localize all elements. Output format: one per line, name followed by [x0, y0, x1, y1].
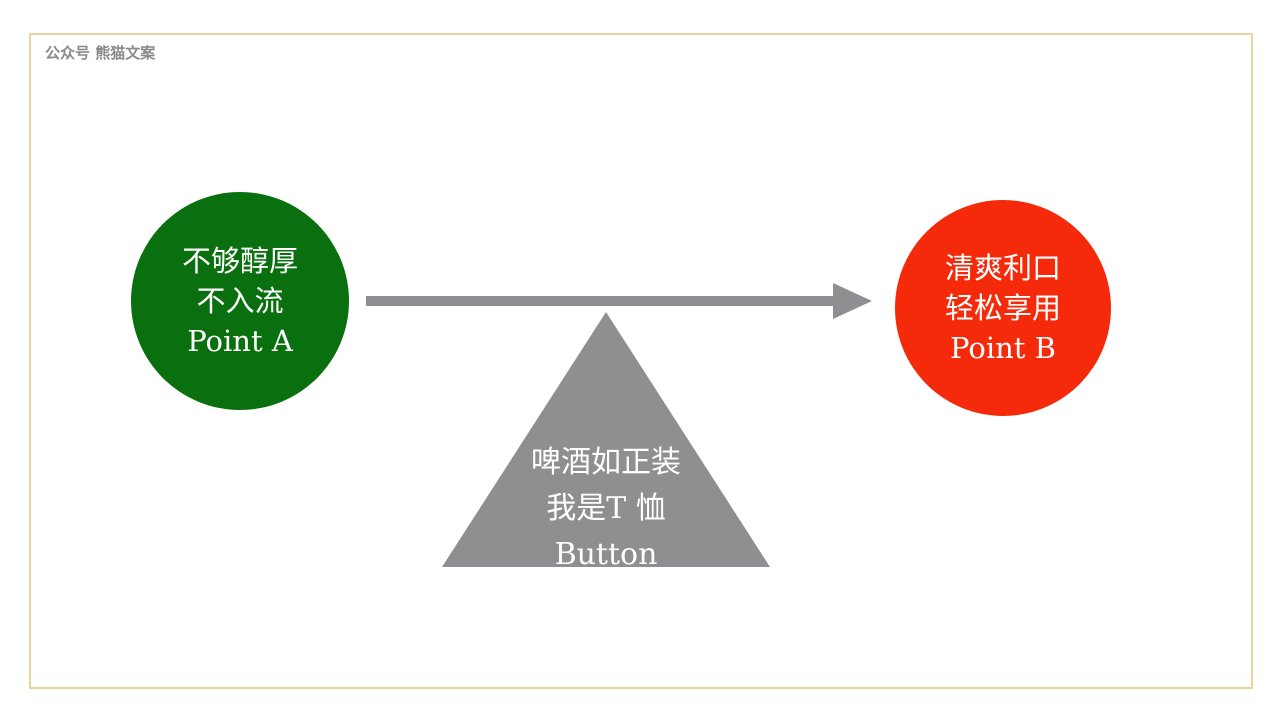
point-b-label: Point B — [950, 331, 1056, 365]
arrow-head — [833, 283, 872, 319]
arrow-shaft — [366, 296, 836, 306]
point-b-line1: 清爽利口 — [944, 251, 1061, 285]
fulcrum-line1: 啤酒如正装 — [531, 445, 681, 480]
fulcrum-triangle — [442, 312, 770, 567]
fulcrum-label: Button — [554, 537, 658, 572]
point-a-line2: 不入流 — [196, 284, 284, 318]
watermark: 公众号 熊猫文案 — [45, 44, 156, 62]
slide-frame — [29, 33, 1253, 689]
point-b-circle: 清爽利口 轻松享用 Point B — [895, 200, 1111, 416]
point-a-circle: 不够醇厚 不入流 Point A — [131, 192, 349, 410]
point-a-line1: 不够醇厚 — [181, 244, 298, 278]
fulcrum-text: 啤酒如正装 我是T 恤 Button — [490, 440, 722, 578]
point-a-label: Point A — [187, 324, 293, 358]
point-b-line2: 轻松享用 — [944, 291, 1061, 325]
fulcrum-line2: 我是T 恤 — [546, 491, 666, 526]
